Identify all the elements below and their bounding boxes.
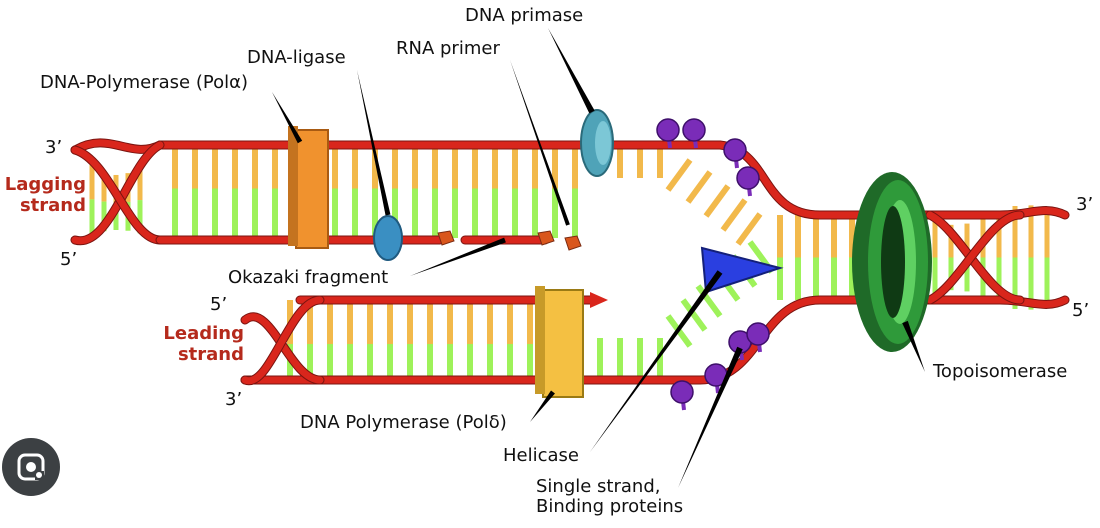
base-stub <box>735 212 763 246</box>
pointer-ssb <box>678 346 743 488</box>
pointer-rna-primer <box>510 60 570 226</box>
topoisomerase-hole <box>881 206 905 318</box>
pointer-helicase <box>590 270 723 452</box>
right-helix-cross <box>926 211 1024 304</box>
single-strand-binding-protein <box>656 118 680 142</box>
single-strand-binding-protein <box>723 138 747 162</box>
helicase <box>700 246 784 294</box>
polymerase-delta-side <box>535 286 545 394</box>
right-helix-cross-2 <box>926 211 1024 304</box>
leading-strand-arrow <box>590 292 608 308</box>
lagging-helix-cross-2 <box>71 146 164 244</box>
lagging-strand-label-2: strand <box>19 195 86 216</box>
polymerase-alpha-side <box>288 126 298 246</box>
label-dna-polymerase-alpha: DNA-Polymerase (Polα) <box>40 72 248 93</box>
pointer-dna-ligase <box>357 70 391 216</box>
leading-strand-label-2: strand <box>177 344 244 365</box>
end-marker-mid-left-5: 5’ <box>210 294 228 315</box>
polymerase-delta <box>542 289 584 398</box>
pointer-lines <box>272 28 925 488</box>
pointer-topoisomerase <box>902 320 925 372</box>
pointer-okazaki <box>410 237 506 276</box>
end-marker-top-left-3: 3’ <box>45 137 63 158</box>
label-helicase: Helicase <box>503 445 579 466</box>
end-marker-top-left-5: 5’ <box>60 249 78 270</box>
single-strand-binding-protein <box>746 322 770 346</box>
label-dna-ligase: DNA-ligase <box>247 47 346 68</box>
pointer-polymerase-alpha <box>272 92 303 144</box>
base-stub <box>685 170 713 204</box>
dna-primase-inner <box>595 121 611 165</box>
pointer-dna-primase <box>548 28 595 114</box>
end-marker-bottom-left-3: 3’ <box>225 389 243 410</box>
label-rna-primer: RNA primer <box>396 38 500 59</box>
base-stub <box>680 298 708 332</box>
lens-icon <box>17 453 45 481</box>
pointer-polymerase-delta <box>530 390 555 422</box>
single-strand-binding-protein <box>682 118 706 142</box>
end-marker-right-3: 3’ <box>1076 194 1094 215</box>
lagging-strand-label-1: Lagging <box>4 174 86 195</box>
polymerase-alpha <box>295 129 329 249</box>
dna-ligase <box>373 215 403 261</box>
label-topoisomerase: Topoisomerase <box>933 361 1068 382</box>
single-strand-binding-protein <box>736 166 760 190</box>
leading-helix-cross-2 <box>241 296 324 385</box>
rna-primer <box>537 230 555 246</box>
end-marker-right-5: 5’ <box>1072 300 1090 321</box>
base-stub <box>703 184 731 218</box>
label-dna-polymerase-delta: DNA Polymerase (Polδ) <box>300 412 507 433</box>
single-strand-binding-protein <box>670 380 694 404</box>
base-stub <box>665 158 693 192</box>
lens-button[interactable] <box>2 438 60 496</box>
rna-primer <box>437 230 455 246</box>
label-dna-primase: DNA primase <box>465 5 584 26</box>
rna-primer <box>564 235 582 251</box>
label-ssb-line2: Binding proteins <box>536 496 684 517</box>
top-parental-strand <box>71 139 1069 219</box>
base-stub <box>720 198 748 232</box>
label-okazaki-fragment: Okazaki fragment <box>228 267 389 288</box>
proteins <box>288 109 932 411</box>
base-stub <box>695 284 723 318</box>
leading-strand-label-1: Leading <box>163 323 244 344</box>
label-ssb-line1: Single strand, <box>536 476 661 497</box>
